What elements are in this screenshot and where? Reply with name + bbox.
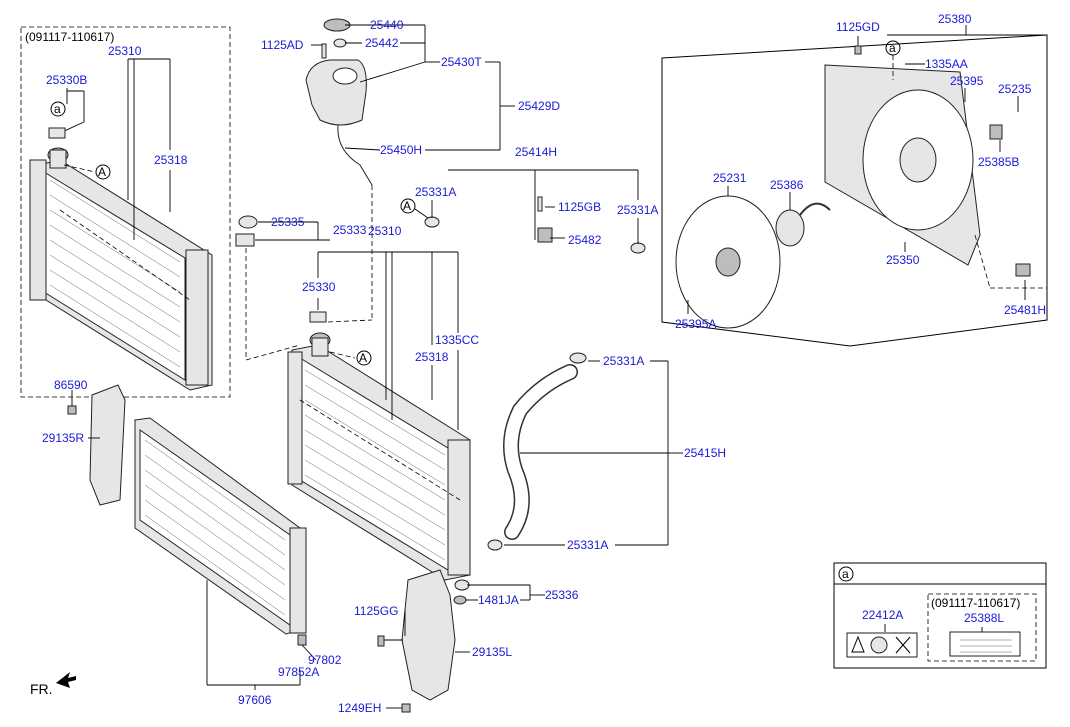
part-label-1249EH[interactable]: 1249EH xyxy=(338,701,381,715)
part-label-25380[interactable]: 25380 xyxy=(938,12,972,26)
callout-A-radiator: A xyxy=(359,351,367,365)
part-label-97802[interactable]: 97802 xyxy=(308,653,342,667)
part-label-25429D[interactable]: 25429D xyxy=(518,99,560,113)
part-label-25388L[interactable]: 25388L xyxy=(964,611,1004,625)
callout-A-variant: A xyxy=(98,165,106,179)
part-label-25235[interactable]: 25235 xyxy=(998,82,1032,96)
part-label-22412A[interactable]: 22412A xyxy=(862,608,903,622)
fan-shroud-group: a 1125GD 25380 1335AA 25395 25235 25385B… xyxy=(661,12,1048,347)
part-label-25440[interactable]: 25440 xyxy=(370,18,404,32)
upper-hose-group: A 25414H 25331A 1125GB 25331A 25482 xyxy=(400,145,658,277)
part-label-25450H[interactable]: 25450H xyxy=(380,143,422,157)
part-label-25385B[interactable]: 25385B xyxy=(978,155,1019,169)
part-label-25482[interactable]: 25482 xyxy=(568,233,602,247)
part-label-25336[interactable]: 25336 xyxy=(545,588,579,602)
caution-icon xyxy=(870,636,888,654)
part-label-25333[interactable]: 25333 xyxy=(333,223,367,237)
part-label-25231[interactable]: 25231 xyxy=(713,171,747,185)
part-label-1335CC[interactable]: 1335CC xyxy=(435,333,479,347)
part-label-25331A-lower-bottom[interactable]: 25331A xyxy=(567,538,608,552)
front-direction-label: FR. xyxy=(30,681,53,697)
callout-A-hose: A xyxy=(403,199,411,213)
part-label-25395[interactable]: 25395 xyxy=(950,74,984,88)
part-label-1481JA[interactable]: 1481JA xyxy=(478,593,519,607)
part-label-1125GB[interactable]: 1125GB xyxy=(558,200,601,214)
part-label-25350[interactable]: 25350 xyxy=(886,253,920,267)
part-label-1335AA[interactable]: 1335AA xyxy=(925,57,968,71)
inset-callout-a: a xyxy=(842,567,849,581)
inset-variant-note: (091117-110617) xyxy=(931,596,1020,610)
variant-note: (091117-110617) xyxy=(25,30,114,44)
front-arrow-icon xyxy=(56,672,76,688)
part-label-25331A-upper-right[interactable]: 25331A xyxy=(617,203,658,217)
part-label-1125AD[interactable]: 1125AD xyxy=(261,38,304,52)
callout-a-variant: a xyxy=(54,102,61,116)
callout-a-fan: a xyxy=(889,41,896,55)
part-label-25318-variant[interactable]: 25318 xyxy=(154,153,188,167)
part-label-97852A[interactable]: 97852A xyxy=(278,665,319,679)
warning-triangle-icon xyxy=(851,635,865,653)
variant-radiator-core xyxy=(29,147,213,391)
part-label-25310-variant[interactable]: 25310 xyxy=(108,44,142,58)
part-label-25481H[interactable]: 25481H xyxy=(1004,303,1046,317)
part-label-25442[interactable]: 25442 xyxy=(365,36,399,50)
part-label-25430T[interactable]: 25430T xyxy=(441,55,482,69)
part-label-25330B[interactable]: 25330B xyxy=(46,73,87,87)
part-label-25386[interactable]: 25386 xyxy=(770,178,804,192)
part-label-29135L[interactable]: 29135L xyxy=(472,645,512,659)
lower-hose-group: 25331A 25415H 25331A xyxy=(487,352,726,552)
part-label-25415H[interactable]: 25415H xyxy=(684,446,726,460)
part-label-1125GG[interactable]: 1125GG xyxy=(354,604,398,618)
part-label-25335[interactable]: 25335 xyxy=(271,215,305,229)
part-label-25331A-lower-top[interactable]: 25331A xyxy=(603,354,644,368)
front-direction-indicator: FR. xyxy=(30,672,76,697)
reservoir-tank-group: 25440 1125AD 25442 25430T 25429D 25450H xyxy=(261,18,560,320)
drain-and-bracket-group: 25336 1481JA 1125GG 29135L 1249EH xyxy=(338,569,579,715)
part-label-86590[interactable]: 86590 xyxy=(54,378,88,392)
part-label-1125GD[interactable]: 1125GD xyxy=(836,20,880,34)
label-sticker-icon xyxy=(949,631,1021,657)
part-label-25331A-upper-left[interactable]: 25331A xyxy=(415,185,456,199)
part-label-25310-main[interactable]: 25310 xyxy=(368,224,402,238)
inset-box-a: a (091117-110617) 22412A 25388L xyxy=(833,562,1047,669)
part-label-97606[interactable]: 97606 xyxy=(238,693,272,707)
part-label-25395A[interactable]: 25395A xyxy=(675,317,716,331)
condenser-group: 86590 29135R 97802 97852A 97606 xyxy=(42,378,342,707)
main-radiator-group: A 25335 25333 25310 25330 1335CC 25318 xyxy=(235,215,479,581)
part-label-25318-main[interactable]: 25318 xyxy=(415,350,449,364)
part-label-25330[interactable]: 25330 xyxy=(302,280,336,294)
part-label-25414H[interactable]: 25414H xyxy=(515,145,557,159)
part-label-29135R[interactable]: 29135R xyxy=(42,431,84,445)
variant-radiator-box: (091117-110617) a xyxy=(20,26,231,398)
